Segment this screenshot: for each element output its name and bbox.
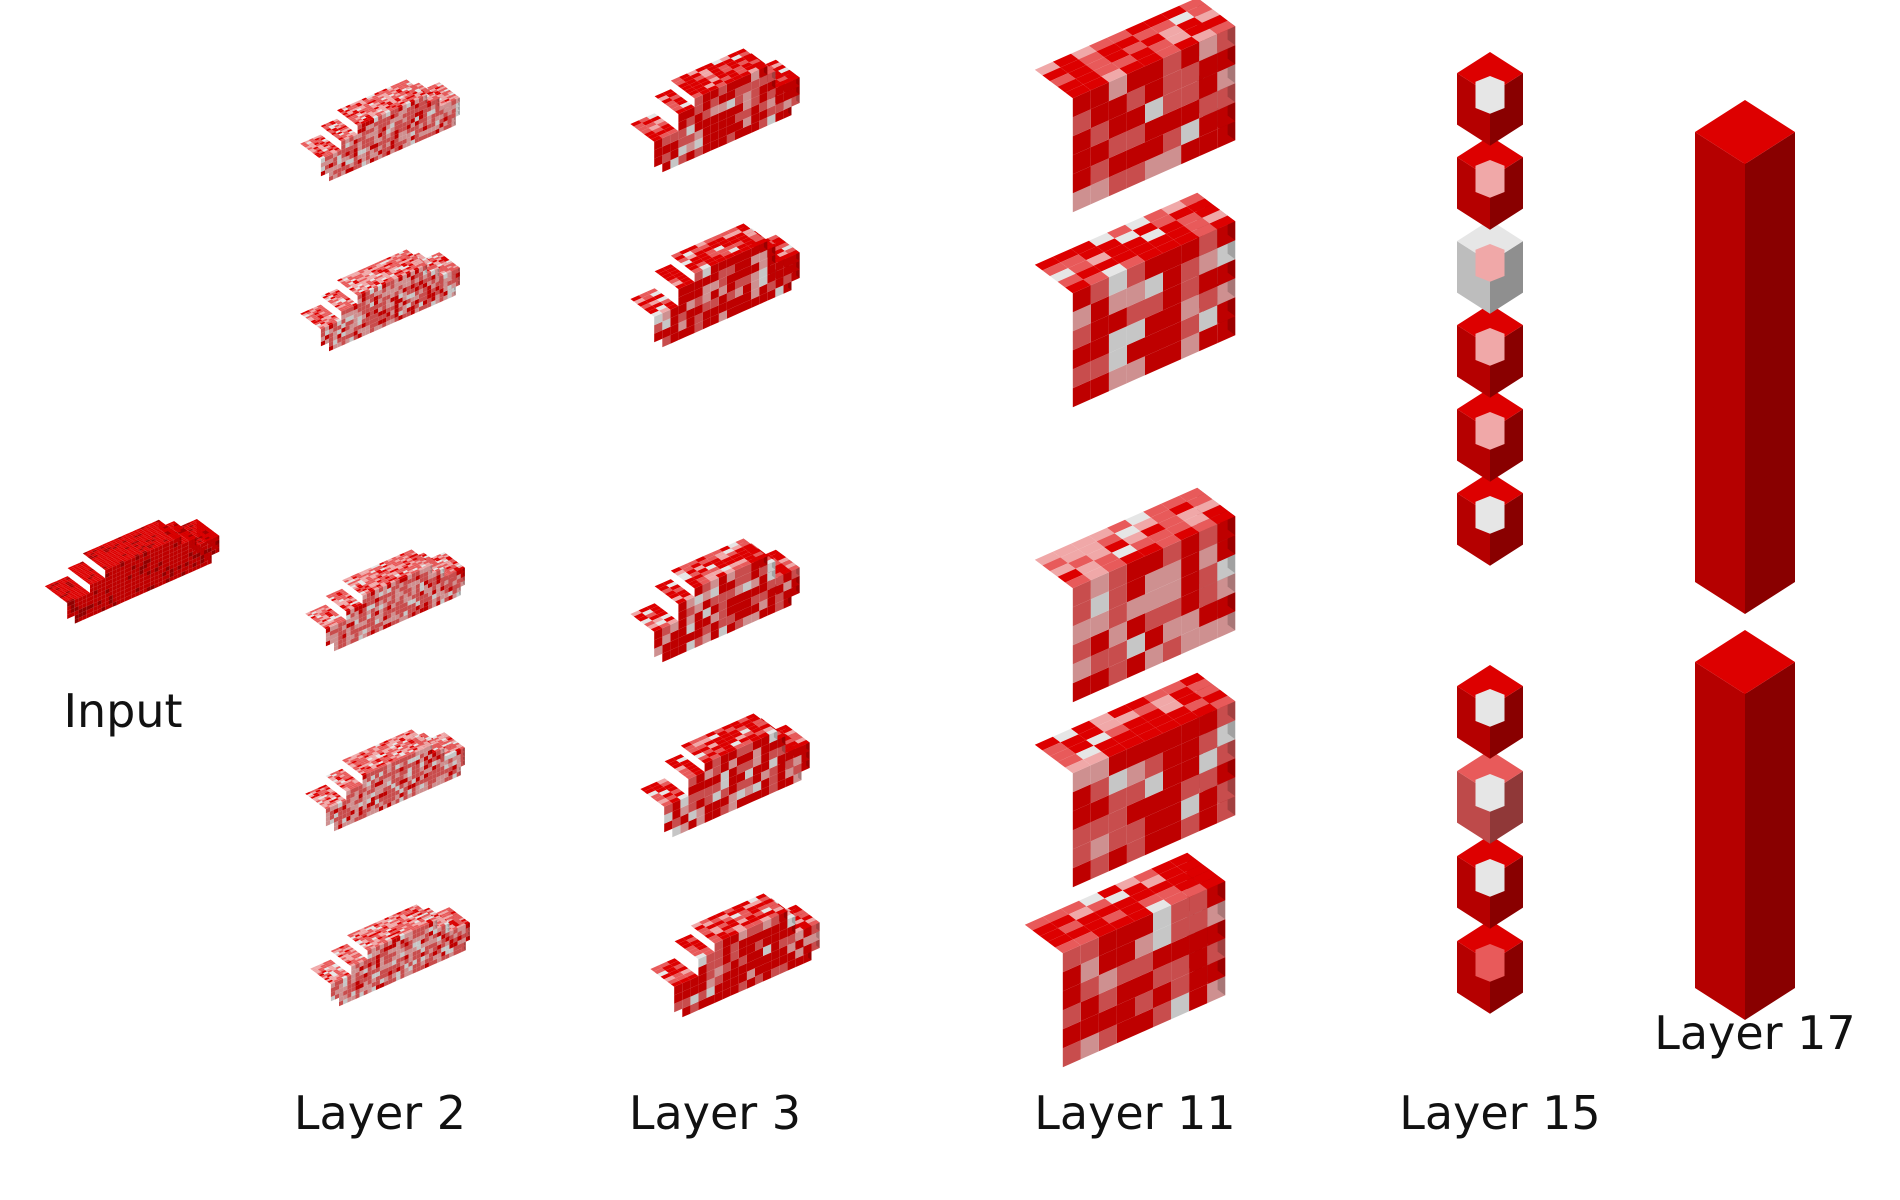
layer3-feature-map-4 xyxy=(640,713,810,838)
label-layer-17: Layer 17 xyxy=(1654,1006,1856,1060)
layer17-feature-map-1 xyxy=(1695,100,1795,614)
label-layer-15: Layer 15 xyxy=(1399,1086,1601,1140)
layer3-feature-map-2 xyxy=(630,223,800,348)
layer2-feature-map-4 xyxy=(305,729,465,832)
layer11-feature-map-2 xyxy=(1034,192,1236,408)
layer11-feature-map-3 xyxy=(1034,487,1236,703)
layer11-feature-map-1 xyxy=(1034,0,1236,213)
layer2-feature-map-1 xyxy=(300,79,460,182)
layer2-feature-map-2 xyxy=(300,249,460,352)
layer2-feature-map-3 xyxy=(305,549,465,652)
layer15-feature-map-1 xyxy=(1457,52,1523,566)
label-input: Input xyxy=(63,684,183,738)
layer3-feature-map-5 xyxy=(650,893,820,1018)
layer3-feature-map-3 xyxy=(630,538,800,663)
layer11-feature-map-5 xyxy=(1024,852,1226,1068)
layer15-feature-map-2 xyxy=(1457,665,1523,1014)
layer17-feature-map-2 xyxy=(1695,630,1795,1020)
label-layer-3: Layer 3 xyxy=(628,1086,802,1140)
layer11-feature-map-4 xyxy=(1034,672,1236,888)
label-layer-2: Layer 2 xyxy=(293,1086,467,1140)
label-layer-11: Layer 11 xyxy=(1034,1086,1236,1140)
input-voxel-car xyxy=(44,519,220,624)
layer3-feature-map-1 xyxy=(630,48,800,173)
layer2-feature-map-5 xyxy=(310,904,470,1007)
